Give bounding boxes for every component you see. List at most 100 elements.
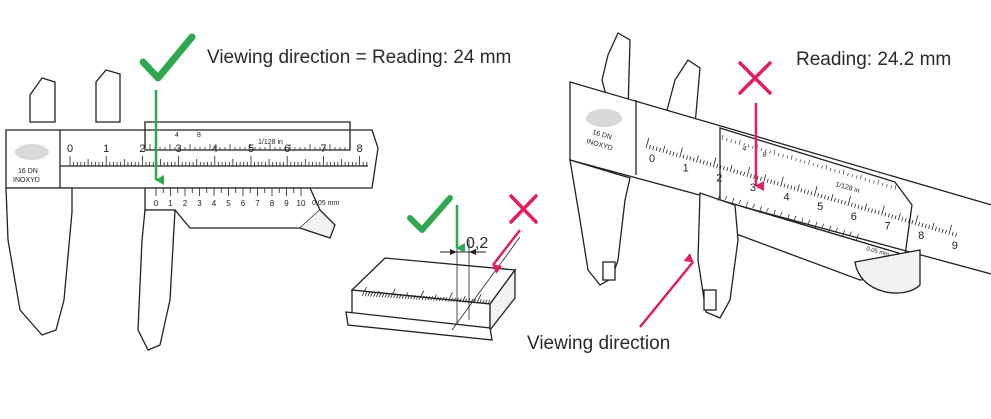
- left-vernier-number: 2: [183, 199, 188, 208]
- right-inch-tick: [838, 170, 841, 174]
- block-tick: [481, 299, 485, 304]
- block-tick: [398, 294, 402, 299]
- block-tick: [416, 295, 419, 300]
- right-main-number: 9: [952, 240, 958, 252]
- right-main-tick: [763, 174, 767, 182]
- left-vernier-number: 7: [255, 199, 260, 208]
- block-tick: [410, 294, 414, 300]
- left-inch-number-2: 8: [197, 132, 201, 139]
- right-main-number: 6: [851, 211, 857, 223]
- right-main-tick: [655, 146, 658, 152]
- right-inch-tick: [790, 154, 793, 160]
- right-vernier-ticks: [717, 193, 859, 241]
- right-main-tick: [662, 145, 666, 153]
- center-scale-block: [345, 257, 517, 341]
- left-vernier-number: 6: [241, 199, 246, 208]
- right-main-tick: [847, 195, 852, 206]
- right-main-tick: [908, 219, 910, 224]
- block-tick: [375, 290, 380, 298]
- left-caption: Viewing direction = Reading: 24 mm: [207, 47, 512, 68]
- right-vernier-tick: [717, 193, 721, 202]
- right-vernier-tick: [779, 211, 783, 217]
- right-main-tick: [648, 144, 651, 150]
- block-tick: [390, 288, 396, 298]
- block-tick: [453, 297, 456, 302]
- block-tick: [461, 296, 466, 303]
- block-tick: [393, 293, 396, 299]
- right-inch-tick: [769, 150, 771, 154]
- right-thumb-wheel: [854, 249, 921, 294]
- right-main-tick: [844, 200, 847, 206]
- right-inch-tick: [734, 140, 737, 144]
- right-vernier-tick: [738, 199, 742, 205]
- block-tick: [441, 296, 445, 302]
- left-upper-sliding-jaw: [95, 69, 121, 123]
- left-main-number: 1: [103, 143, 109, 155]
- right-vernier-tick: [842, 229, 845, 237]
- right-inch-tick: [816, 164, 819, 168]
- right-main-tick: [797, 184, 800, 192]
- right-vernier-tick: [807, 219, 811, 224]
- right-main-tick: [955, 232, 958, 237]
- block-tick: [476, 294, 482, 304]
- block-tick: [401, 294, 405, 299]
- block-tick: [430, 296, 434, 301]
- right-main-tick: [914, 215, 919, 226]
- block-tick: [444, 297, 448, 302]
- right-main-tick: [696, 155, 699, 163]
- right-main-tick: [652, 145, 655, 151]
- left-caliper: [5, 69, 379, 351]
- right-inch-tick: [890, 185, 892, 189]
- right-main-tick: [813, 186, 818, 197]
- right-main-tick: [729, 165, 733, 173]
- block-scale-ticks: [361, 286, 491, 305]
- right-inch-number-2: 8: [761, 151, 767, 159]
- right-main-tick: [682, 154, 685, 159]
- block-tick: [479, 299, 482, 304]
- right-inch-tick: [868, 179, 871, 183]
- right-main-tick: [749, 173, 752, 179]
- right-main-tick: [823, 195, 826, 200]
- right-main-tick: [820, 194, 823, 199]
- right-inch-tick: [877, 179, 880, 185]
- right-vernier-tick: [856, 233, 859, 241]
- right-main-tick: [834, 197, 836, 203]
- right-main-tick: [884, 212, 887, 217]
- right-main-tick: [945, 229, 947, 234]
- right-vernier-tick: [752, 203, 755, 209]
- right-inch-number-1: 4: [741, 145, 747, 153]
- right-main-tick: [743, 171, 746, 177]
- right-main-tick: [874, 209, 877, 214]
- right-main-tick: [746, 166, 751, 178]
- right-inch-tick: [786, 155, 789, 159]
- right-vernier-tick: [731, 197, 735, 206]
- block-wrong-sightline: [451, 236, 521, 331]
- right-main-number: 8: [918, 230, 924, 242]
- right-main-tick: [706, 161, 709, 166]
- right-main-number: 5: [817, 201, 823, 213]
- left-beam: [5, 129, 379, 189]
- right-main-tick: [659, 147, 661, 152]
- right-inch-tick: [834, 169, 836, 173]
- right-inch-tick: [747, 144, 750, 148]
- bottom-caption: Viewing direction: [527, 333, 671, 354]
- block-tick: [470, 298, 474, 304]
- right-main-tick: [887, 213, 890, 218]
- left-inch-ticks: [149, 144, 351, 150]
- block-tick: [436, 296, 439, 301]
- right-wrong-icon: [738, 61, 772, 95]
- right-main-tick: [675, 152, 678, 157]
- right-main-tick: [891, 214, 894, 219]
- right-main-tick: [864, 203, 868, 211]
- right-main-tick: [766, 178, 769, 183]
- right-inch-tick: [808, 159, 810, 165]
- left-vernier-number: 4: [212, 199, 217, 208]
- right-main-tick: [881, 205, 885, 216]
- right-main-tick: [709, 162, 712, 167]
- right-vernier-tick: [766, 207, 769, 213]
- block-tick: [438, 296, 442, 302]
- right-vernier-tick: [828, 225, 832, 233]
- right-inch-tick: [855, 175, 858, 179]
